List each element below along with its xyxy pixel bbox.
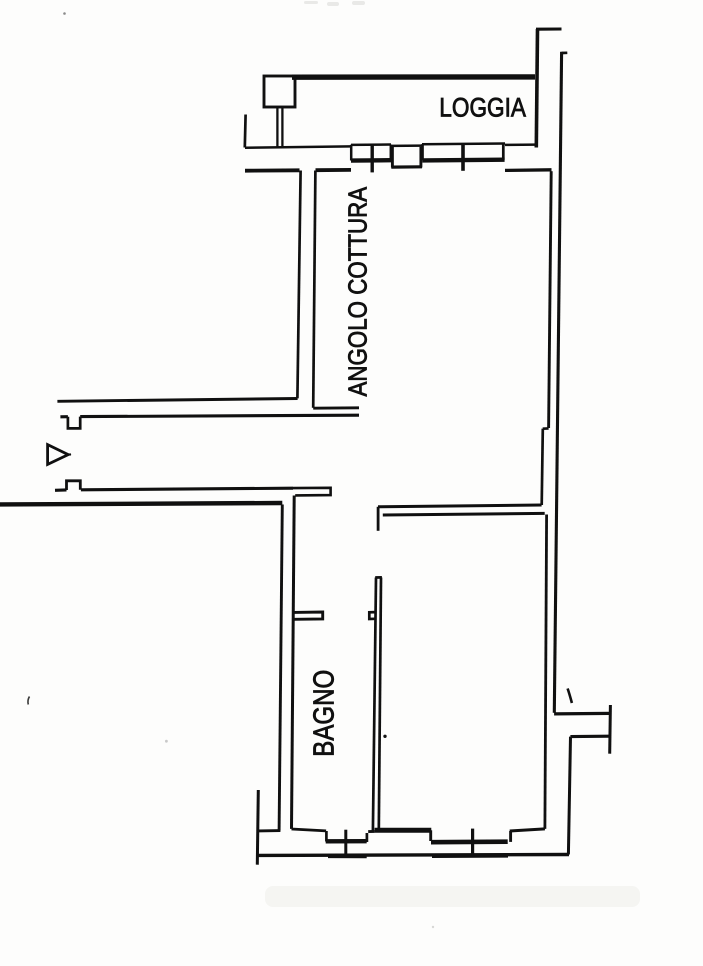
- svg-text:LOGGIA: LOGGIA: [439, 93, 526, 123]
- svg-text:BAGNO: BAGNO: [308, 670, 340, 757]
- svg-text:ANGOLO COTTURA: ANGOLO COTTURA: [344, 186, 372, 396]
